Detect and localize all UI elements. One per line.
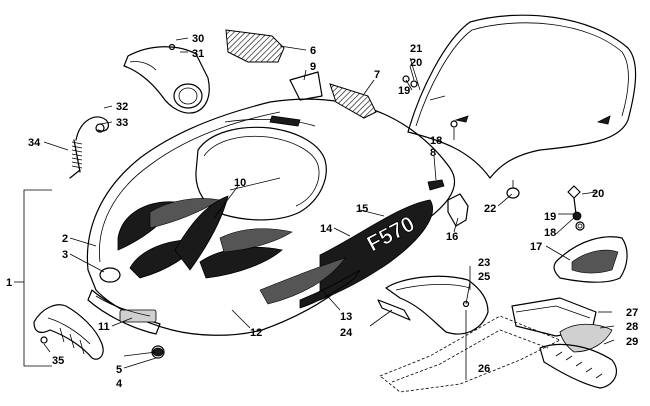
callout-labels: 1 2 3 4 5 6 7 8 9 10 11 12 13 14 15 16 1… (6, 33, 638, 390)
callout-13: 13 (340, 311, 352, 323)
callout-11: 11 (98, 321, 110, 333)
callout-16: 16 (446, 231, 458, 243)
trim-piece-16 (447, 193, 469, 227)
callout-32: 32 (116, 101, 128, 113)
callout-1: 1 (6, 277, 12, 289)
callout-9: 9 (310, 61, 316, 73)
callout-18b: 18 (544, 227, 556, 239)
callout-30: 30 (192, 33, 204, 45)
belly-pan (379, 315, 561, 393)
callout-19a: 19 (398, 85, 410, 97)
callout-20a: 20 (410, 57, 422, 69)
windshield (407, 14, 637, 199)
decal-7 (329, 83, 377, 119)
callout-23: 23 (478, 257, 490, 269)
decal-9 (289, 71, 323, 101)
callout-8: 8 (430, 147, 436, 159)
callout-5: 5 (116, 364, 122, 376)
vent-decal-6 (225, 29, 285, 63)
callout-28: 28 (626, 321, 638, 333)
callout-26: 26 (478, 363, 490, 375)
callout-22: 22 (484, 203, 496, 215)
lower-left-bracket (33, 304, 104, 360)
callout-24: 24 (340, 327, 353, 339)
side-bracket-17 (553, 236, 628, 283)
group-bracket-1 (23, 189, 52, 367)
callout-20b: 20 (592, 188, 604, 200)
callout-12: 12 (250, 327, 262, 339)
callout-15: 15 (356, 203, 368, 215)
hood: F570 (86, 98, 456, 336)
decal-8 (427, 179, 445, 191)
callout-19b: 19 (544, 211, 556, 223)
callout-29: 29 (626, 336, 638, 348)
callout-27: 27 (626, 307, 638, 319)
headlight-housing (123, 43, 210, 114)
spring-assembly (69, 116, 110, 179)
callout-31: 31 (192, 48, 204, 60)
lower-center-panel (377, 275, 489, 335)
callout-35: 35 (52, 355, 64, 367)
leader-lines (43, 37, 615, 380)
callout-2: 2 (62, 233, 68, 245)
callout-3: 3 (62, 249, 68, 261)
callout-18a: 18 (430, 135, 442, 147)
callout-14: 14 (320, 223, 333, 235)
windshield-hardware (402, 75, 418, 88)
callout-6: 6 (310, 45, 316, 57)
callout-4: 4 (116, 378, 123, 390)
callout-21: 21 (410, 43, 422, 55)
side-panel-29 (539, 343, 617, 389)
callout-34: 34 (28, 137, 41, 149)
callout-7: 7 (374, 69, 380, 81)
callout-25: 25 (478, 271, 490, 283)
hardware-18-19-20 (567, 185, 585, 231)
callout-33: 33 (116, 117, 128, 129)
callout-17: 17 (530, 241, 542, 253)
callout-10: 10 (234, 177, 246, 189)
